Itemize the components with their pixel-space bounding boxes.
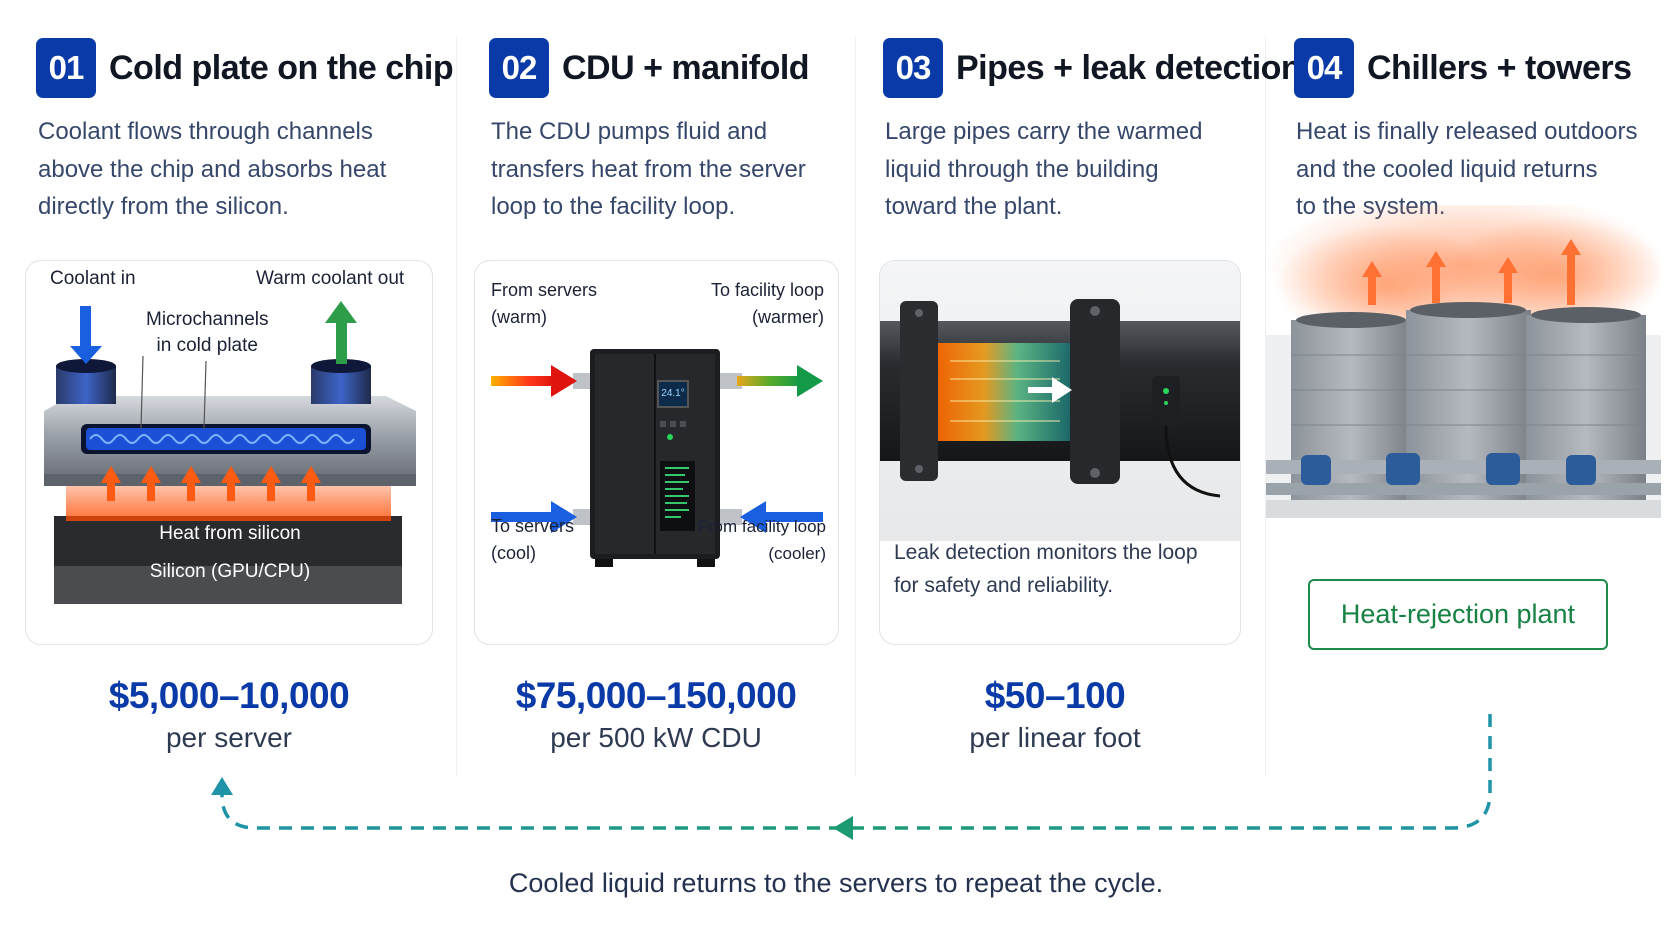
step-3-price: $50–100 <box>984 675 1126 716</box>
cdu-screen-readout: 24.1° <box>661 388 685 399</box>
step-4-number: 04 <box>1294 38 1354 98</box>
step-2-number: 02 <box>489 38 549 98</box>
step-3-desc-line: liquid through the building <box>885 155 1159 183</box>
microchannels-label-line: in cold plate <box>156 335 258 356</box>
cooling-tower-illustration <box>1266 205 1661 518</box>
step-1-desc-line: directly from the silicon. <box>38 193 289 220</box>
from-servers-line: (warm) <box>491 307 547 327</box>
step-1-title: Cold plate on the chip <box>109 48 454 87</box>
step-4-desc-line: and the cooled liquid returns <box>1296 155 1598 183</box>
step-4-desc-line: Heat is finally released outdoors <box>1296 118 1638 145</box>
cycle-footer-caption: Cooled liquid returns to the servers to … <box>508 868 1164 898</box>
from-facility-line: From facility loop <box>697 517 826 536</box>
step-3-header: 03 Pipes + leak detection <box>883 38 1302 98</box>
step-1-desc-line: Coolant flows through channels <box>38 118 373 145</box>
to-facility-line: (warmer) <box>752 307 824 327</box>
from-facility-loop-label: From facility loop (cooler) <box>698 513 826 567</box>
step-1-number: 01 <box>36 38 96 98</box>
cold-plate-card: Coolant in Warm coolant out Microchannel… <box>25 260 433 645</box>
column-divider <box>855 36 856 776</box>
step-3-title: Pipes + leak detection <box>956 48 1302 87</box>
column-divider <box>456 36 457 776</box>
coolant-in-label: Coolant in <box>50 268 136 289</box>
pipes-card-divider <box>880 523 1240 524</box>
step-1-price: $5,000–10,000 <box>108 675 350 716</box>
from-servers-label: From servers (warm) <box>491 277 597 331</box>
step-2-desc-line: The CDU pumps fluid and <box>491 118 768 145</box>
to-servers-line: (cool) <box>491 543 537 563</box>
step-2-description: The CDU pumps fluid and transfers heat f… <box>491 113 806 226</box>
heat-from-silicon-label: Heat from silicon <box>159 523 301 544</box>
microchannels-label-line: Microchannels <box>146 309 269 330</box>
step-3-price-unit: per linear foot <box>969 722 1141 753</box>
step-3-description: Large pipes carry the warmed liquid thro… <box>885 113 1202 226</box>
pipes-card: Leak detection monitors the loop for saf… <box>879 260 1241 645</box>
step-2-header: 02 CDU + manifold <box>489 38 810 98</box>
step-4-title: Chillers + towers <box>1367 48 1632 87</box>
heat-rejection-plant-label: Heat-rejection plant <box>1308 579 1608 650</box>
step-3-number: 03 <box>883 38 943 98</box>
step-2-price-unit: per 500 kW CDU <box>550 722 762 753</box>
leak-detection-note: Leak detection monitors the loop for saf… <box>894 536 1198 602</box>
pipe-illustration <box>880 261 1240 541</box>
column-divider <box>1265 36 1266 776</box>
step-2-desc-line: loop to the facility loop. <box>491 193 736 220</box>
to-servers-label: To servers (cool) <box>491 513 574 567</box>
from-facility-line: (cooler) <box>768 544 826 563</box>
step-1-price-unit: per server <box>165 722 293 753</box>
microchannels-label: Microchannels in cold plate <box>146 307 269 359</box>
step-1-description: Coolant flows through channels above the… <box>38 113 386 226</box>
leak-note-line: for safety and reliability. <box>894 574 1114 597</box>
step-2-title: CDU + manifold <box>562 48 810 87</box>
to-facility-line: To facility loop <box>710 280 824 300</box>
to-facility-loop-label: To facility loop (warmer) <box>711 277 824 331</box>
step-2-price: $75,000–150,000 <box>515 675 797 716</box>
silicon-label: Silicon (GPU/CPU) <box>149 561 311 582</box>
leak-note-line: Leak detection monitors the loop <box>894 541 1198 564</box>
cdu-illustration <box>491 349 823 567</box>
to-servers-line: To servers <box>491 516 575 536</box>
from-servers-line: From servers <box>491 280 598 300</box>
step-4-header: 04 Chillers + towers <box>1294 38 1632 98</box>
step-1-header: 01 Cold plate on the chip <box>36 38 454 98</box>
step-2-desc-line: transfers heat from the server <box>491 155 806 183</box>
warm-coolant-out-label: Warm coolant out <box>256 268 405 289</box>
cdu-card: 24.1° From servers (warm) To facility lo… <box>474 260 839 645</box>
cold-plate-illustration <box>44 301 416 604</box>
step-3-desc-line: Large pipes carry the warmed <box>885 118 1203 145</box>
step-3-desc-line: toward the plant. <box>885 193 1063 220</box>
step-1-desc-line: above the chip and absorbs heat <box>38 155 387 183</box>
